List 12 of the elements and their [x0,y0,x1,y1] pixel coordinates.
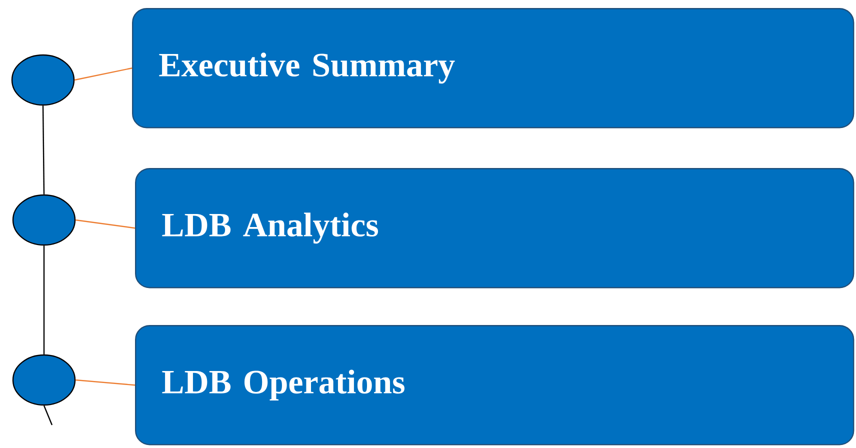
title-box: LDB Operations [135,325,854,446]
connector-line [43,246,45,354]
circle [12,194,76,246]
circle [11,54,75,106]
title-box: Executive Summary [132,8,854,128]
circle [12,354,76,406]
connector-line [76,219,136,229]
title-box: LDB Analytics [135,168,854,288]
connector-line [43,405,53,426]
connector-line [76,379,136,386]
connector-line [42,106,45,194]
connector-line [74,68,132,81]
